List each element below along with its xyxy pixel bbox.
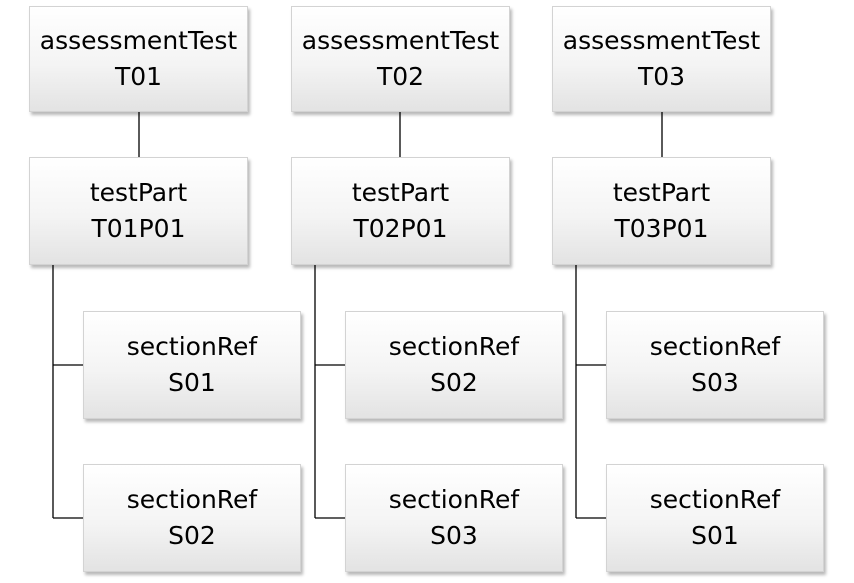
node-id-label: T02 bbox=[376, 62, 425, 91]
node-id-label: S02 bbox=[430, 368, 478, 397]
node-type-label: sectionRef bbox=[388, 332, 520, 361]
node-type-label: assessmentTest bbox=[39, 26, 238, 55]
test-part-node: testPart T03P01 bbox=[552, 157, 771, 265]
node-id-label: T03P01 bbox=[614, 214, 709, 243]
section-ref-node: sectionRef S02 bbox=[345, 311, 563, 419]
section-ref-node: sectionRef S01 bbox=[606, 464, 824, 572]
node-type-label: sectionRef bbox=[649, 332, 781, 361]
node-id-label: S03 bbox=[691, 368, 739, 397]
node-id-label: S03 bbox=[430, 521, 478, 550]
assessment-test-node: assessmentTest T03 bbox=[552, 6, 771, 112]
node-id-label: S02 bbox=[168, 521, 216, 550]
node-type-label: testPart bbox=[351, 178, 450, 207]
section-ref-node: sectionRef S03 bbox=[606, 311, 824, 419]
node-type-label: sectionRef bbox=[126, 485, 258, 514]
test-part-node: testPart T02P01 bbox=[291, 157, 510, 265]
node-type-label: assessmentTest bbox=[301, 26, 500, 55]
node-type-label: testPart bbox=[612, 178, 711, 207]
section-ref-node: sectionRef S02 bbox=[83, 464, 301, 572]
node-id-label: T01 bbox=[114, 62, 163, 91]
node-id-label: T01P01 bbox=[91, 214, 186, 243]
test-part-node: testPart T01P01 bbox=[29, 157, 248, 265]
node-type-label: sectionRef bbox=[388, 485, 520, 514]
node-id-label: T02P01 bbox=[353, 214, 448, 243]
section-ref-node: sectionRef S03 bbox=[345, 464, 563, 572]
node-id-label: S01 bbox=[168, 368, 216, 397]
assessment-test-node: assessmentTest T01 bbox=[29, 6, 248, 112]
section-ref-node: sectionRef S01 bbox=[83, 311, 301, 419]
node-type-label: testPart bbox=[89, 178, 188, 207]
node-id-label: S01 bbox=[691, 521, 739, 550]
assessment-test-node: assessmentTest T02 bbox=[291, 6, 510, 112]
node-type-label: assessmentTest bbox=[562, 26, 761, 55]
node-type-label: sectionRef bbox=[126, 332, 258, 361]
node-type-label: sectionRef bbox=[649, 485, 781, 514]
node-id-label: T03 bbox=[637, 62, 686, 91]
